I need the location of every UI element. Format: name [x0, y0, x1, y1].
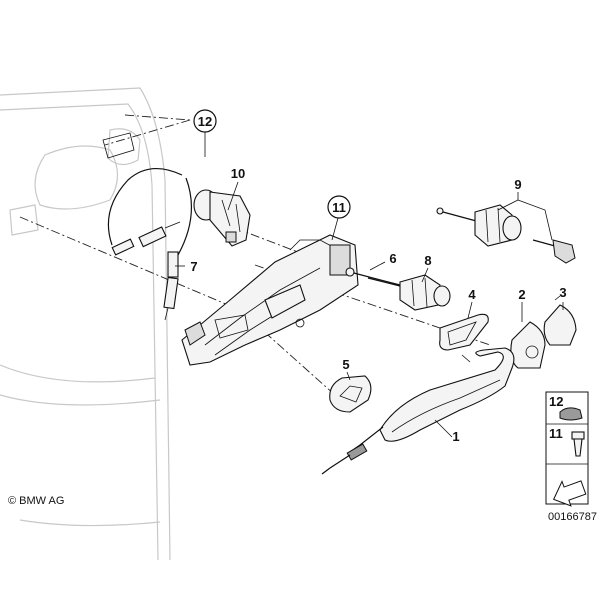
callout-4-label: 4	[468, 287, 476, 302]
part-5-gasket	[329, 375, 372, 413]
legend-item-12-label: 12	[549, 394, 563, 409]
callout-2-label: 2	[518, 287, 525, 302]
callout-12-label: 12	[198, 114, 212, 129]
legend-insert-icon	[559, 407, 583, 421]
callout-10-label: 10	[231, 166, 245, 181]
door-outline	[0, 87, 171, 561]
callout-1-label: 1	[452, 429, 459, 444]
legend-panel: 12 11	[545, 391, 589, 507]
part-2-cover-cap	[510, 321, 546, 369]
callout-8-label: 8	[424, 253, 431, 268]
part-11-housing	[181, 234, 359, 366]
callout-12: 12	[193, 109, 217, 133]
leader-lines	[175, 132, 564, 438]
callout-7-label: 7	[190, 259, 197, 274]
callout-9-label: 9	[514, 177, 521, 192]
callout-3-label: 3	[559, 285, 566, 300]
diagram-number: 00166787	[548, 511, 597, 523]
part-3-cover-cap	[543, 295, 577, 346]
legend-item-11-label: 11	[549, 426, 563, 441]
part-10-actuator	[193, 189, 251, 247]
copyright-text: © BMW AG	[8, 495, 64, 507]
part-8-lock-cylinder	[367, 274, 451, 311]
part-6-screw	[345, 267, 401, 286]
legend-arrow-icon	[552, 480, 587, 507]
part-1-door-handle	[321, 347, 515, 475]
part-7-bowden-cable	[107, 168, 193, 321]
part-12-insert	[102, 132, 135, 159]
part-9-lock-set	[436, 204, 576, 264]
callout-11-label: 11	[332, 200, 346, 215]
callout-6-label: 6	[389, 251, 396, 266]
legend-clip-icon	[571, 431, 585, 457]
callout-11: 11	[327, 195, 351, 219]
part-4-gasket	[439, 313, 489, 363]
assembly-lines	[19, 114, 491, 396]
callout-5-label: 5	[342, 357, 349, 372]
